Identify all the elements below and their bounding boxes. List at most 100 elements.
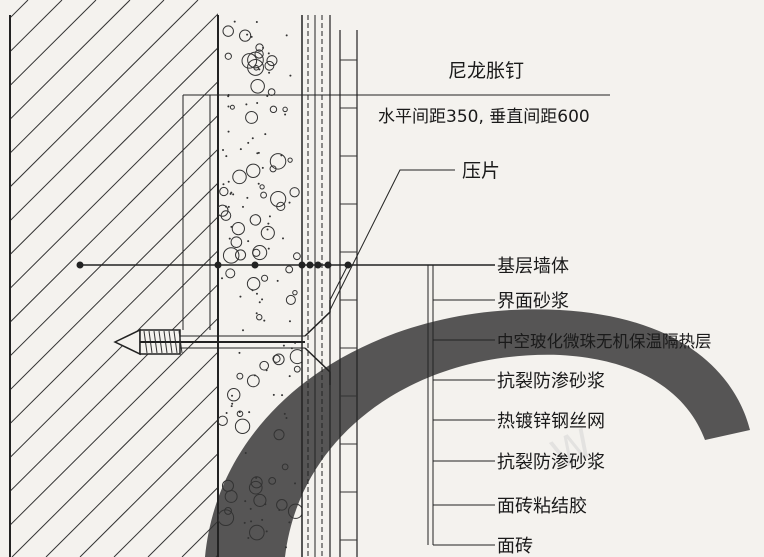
insulation-dot bbox=[265, 530, 268, 533]
insulation-dot bbox=[266, 228, 269, 231]
insulation-dot bbox=[282, 344, 285, 347]
insulation-dot bbox=[258, 68, 261, 71]
insulation-bead bbox=[246, 163, 261, 178]
insulation-dot bbox=[264, 503, 267, 506]
insulation-dot bbox=[245, 103, 248, 106]
nylon-anchor bbox=[113, 300, 331, 385]
insulation-dot bbox=[233, 20, 236, 23]
insulation-dot bbox=[284, 546, 287, 549]
insulation-dot bbox=[227, 130, 230, 133]
insulation-bead bbox=[230, 236, 243, 248]
hatch-line bbox=[10, 283, 218, 493]
insulation-dot bbox=[257, 151, 260, 154]
insulation-bead bbox=[247, 58, 264, 76]
insulation-bead bbox=[231, 221, 245, 236]
hatch-line bbox=[113, 452, 218, 557]
insulation-bead bbox=[269, 105, 278, 114]
insulation-bead bbox=[249, 214, 262, 226]
insulation-bead bbox=[260, 191, 267, 199]
hatch-line bbox=[10, 0, 29, 19]
insulation-dot bbox=[257, 182, 260, 185]
insulation-bead bbox=[270, 190, 287, 208]
insulation-bead bbox=[266, 55, 278, 67]
insulation-dot bbox=[247, 141, 250, 144]
hatch-line bbox=[10, 114, 218, 323]
insulation-dot bbox=[253, 374, 256, 377]
insulation-dot bbox=[225, 155, 228, 158]
layer-label-interface-mortar: 界面砂浆 bbox=[497, 291, 569, 312]
insulation-dot bbox=[232, 193, 235, 196]
insulation-bead bbox=[253, 493, 267, 507]
insulation-dot bbox=[241, 205, 244, 208]
insulation-dot bbox=[248, 411, 251, 414]
insulation-bead bbox=[267, 88, 276, 96]
hatch-line bbox=[10, 148, 218, 357]
insulation-bead bbox=[261, 274, 269, 282]
insulation-dot bbox=[227, 105, 230, 108]
hatch-line bbox=[10, 249, 218, 459]
insulation-dot bbox=[285, 34, 288, 37]
layer-label-tile-adhesive: 面砖粘结胶 bbox=[497, 496, 587, 517]
insulation-bead bbox=[248, 480, 263, 495]
insulation-dot bbox=[227, 95, 230, 98]
insulation-dot bbox=[242, 329, 245, 332]
insulation-dot bbox=[247, 537, 250, 540]
insulation-speckle bbox=[218, 20, 302, 549]
insulation-dot bbox=[294, 482, 297, 485]
hatch-line bbox=[79, 419, 218, 557]
insulation-bead bbox=[281, 463, 289, 471]
insulation-bead bbox=[235, 249, 247, 261]
layer-label-crack-mortar-1: 抗裂防渗砂浆 bbox=[497, 371, 605, 392]
insulation-dot bbox=[285, 417, 288, 420]
insulation-dot bbox=[243, 521, 246, 524]
insulation-bead bbox=[287, 503, 302, 519]
insulation-dot bbox=[249, 507, 252, 510]
insulation-bead bbox=[249, 524, 265, 541]
insulation-dot bbox=[230, 405, 233, 408]
insulation-dot bbox=[228, 237, 231, 240]
insulation-dot bbox=[250, 35, 253, 38]
insulation-bead bbox=[285, 294, 296, 305]
hatch-line bbox=[10, 182, 218, 391]
insulation-bead bbox=[289, 187, 300, 198]
hatch-line bbox=[10, 0, 97, 87]
hatch-line bbox=[10, 0, 199, 188]
insulation-dot bbox=[247, 240, 250, 243]
insulation-dot bbox=[283, 412, 286, 415]
insulation-dot bbox=[280, 154, 283, 157]
insulation-dot bbox=[261, 518, 264, 521]
insulation-bead bbox=[289, 349, 302, 365]
insulation-bead bbox=[252, 248, 261, 257]
insulation-bead bbox=[236, 372, 244, 380]
insulation-dot bbox=[272, 393, 275, 396]
hatch-line bbox=[10, 0, 165, 154]
insulation-bead bbox=[246, 374, 260, 388]
insulation-bead bbox=[246, 277, 261, 291]
anchor-title: 尼龙胀钉 bbox=[448, 60, 524, 82]
insulation-dot bbox=[221, 277, 224, 280]
plate-leader bbox=[329, 169, 455, 311]
insulation-bead bbox=[239, 29, 252, 42]
insulation-bead bbox=[218, 204, 229, 217]
insulation-dot bbox=[268, 215, 271, 218]
insulation-dot bbox=[231, 402, 234, 405]
insulation-dot bbox=[251, 289, 254, 292]
hatch-line bbox=[11, 351, 218, 557]
insulation-bead bbox=[259, 360, 270, 371]
insulation-bead bbox=[220, 210, 232, 221]
pressing-plate-label: 压片 bbox=[462, 160, 500, 182]
hatch-line bbox=[10, 0, 131, 121]
insulation-bead bbox=[229, 104, 235, 110]
layer-label-tile: 面砖 bbox=[497, 536, 533, 557]
insulation-bead bbox=[272, 354, 281, 363]
spacing-note: 水平间距350, 垂直间距600 bbox=[378, 107, 590, 127]
insulation-bead bbox=[224, 52, 232, 60]
insulation-dot bbox=[261, 298, 264, 301]
insulation-dot bbox=[244, 500, 247, 503]
insulation-dot bbox=[262, 46, 265, 49]
insulation-bead bbox=[219, 186, 229, 197]
insulation-dot bbox=[238, 351, 241, 354]
insulation-dot bbox=[267, 222, 270, 225]
